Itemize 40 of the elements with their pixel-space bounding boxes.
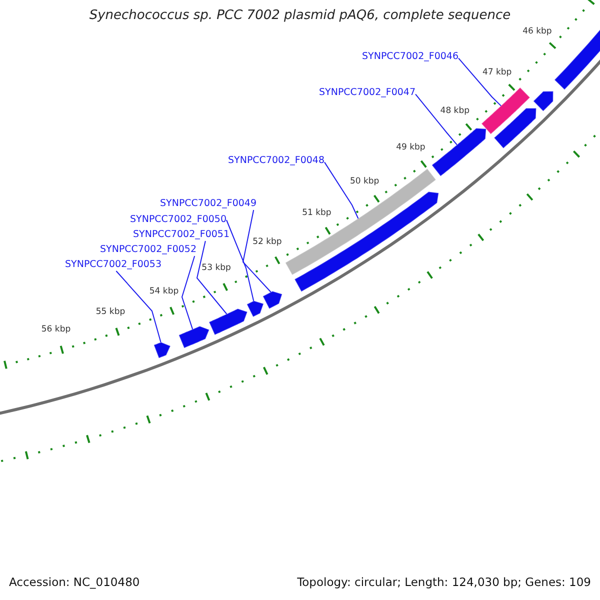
gene-block [532, 90, 554, 112]
tick-label: 48 kbp [440, 106, 470, 116]
leader-line [242, 210, 272, 293]
tick-label: 51 kbp [302, 208, 332, 218]
leader-line [196, 240, 228, 314]
gene-block [480, 86, 531, 135]
diagram-title: Synechococcus sp. PCC 7002 plasmid pAQ6, complete sequence [88, 10, 512, 22]
gene-block [431, 128, 487, 177]
gene-block [208, 308, 248, 336]
tick-label: 54 kbp [149, 286, 179, 296]
leader-line [116, 270, 162, 343]
gene-block [284, 168, 437, 276]
gene-block [246, 300, 264, 318]
leader-line [181, 256, 196, 330]
gene-label: SYNPCC7002_F0051 [133, 229, 230, 241]
gene-block [294, 191, 440, 292]
leader-line [324, 162, 359, 219]
gene-label: SYNPCC7002_F0046 [362, 51, 459, 63]
leader-line [226, 220, 254, 302]
tick-label: 56 kbp [41, 324, 71, 335]
summary-text: Topology: circular; Length: 124,030 bp; Genes: 109 [297, 576, 591, 588]
leader-line [415, 94, 458, 146]
tick-label: 49 kbp [396, 142, 426, 152]
leader-line [458, 58, 502, 106]
tick-label: 52 kbp [252, 236, 282, 247]
tick-label: 53 kbp [202, 263, 231, 273]
accession-text: Accession: NC_010480 [9, 576, 140, 588]
gene-block [262, 290, 283, 310]
tick-label: 55 kbp [96, 307, 126, 317]
gene-label: SYNPCC7002_F0049 [160, 198, 257, 210]
gene-label: SYNPCC7002_F0052 [100, 244, 197, 256]
tick-label: 50 kbp [350, 176, 380, 186]
gene-block [178, 326, 210, 349]
gene-label: SYNPCC7002_F0048 [228, 155, 325, 167]
gene-label: SYNPCC7002_F0053 [65, 259, 162, 271]
gene-label: SYNPCC7002_F0047 [319, 87, 416, 99]
gene-label: SYNPCC7002_F0050 [130, 214, 227, 226]
gene-block [493, 108, 537, 150]
gene-block [153, 342, 172, 359]
tick-label: 47 kbp [482, 67, 512, 78]
